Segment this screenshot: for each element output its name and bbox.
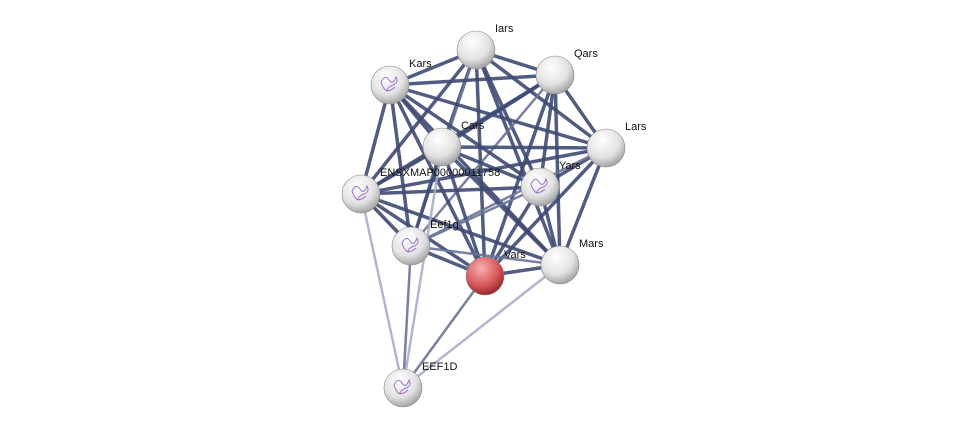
edge-Lars-Cars[interactable] bbox=[441, 145, 607, 150]
node-sphere[interactable] bbox=[465, 256, 505, 296]
node-label: ENSXMAP00000011758 bbox=[380, 167, 500, 179]
node-sphere[interactable] bbox=[391, 226, 431, 266]
node-Qars[interactable]: Qars bbox=[535, 48, 598, 95]
protein-structure-icon bbox=[393, 378, 411, 395]
protein-structure-icon bbox=[380, 75, 398, 92]
node-sphere[interactable] bbox=[520, 167, 560, 207]
node-ENSX[interactable]: ENSXMAP00000011758 bbox=[341, 167, 500, 214]
node-sphere[interactable] bbox=[422, 127, 462, 167]
node-Yars[interactable]: Yars bbox=[520, 160, 581, 207]
edge-Yars-Eef1g[interactable] bbox=[410, 185, 541, 248]
node-Iars[interactable]: Iars bbox=[456, 23, 514, 70]
node-Vars[interactable]: Vars bbox=[465, 249, 526, 296]
edge-Lars-Eef1g[interactable] bbox=[410, 146, 607, 248]
edge-Qars-Eef1g[interactable] bbox=[410, 74, 556, 247]
node-label: EEF1D bbox=[422, 361, 458, 373]
node-sphere[interactable] bbox=[341, 174, 381, 214]
node-sphere[interactable] bbox=[383, 368, 423, 408]
protein-structure-icon bbox=[530, 177, 548, 194]
edge-Lars-ENSX[interactable] bbox=[360, 146, 607, 196]
node-Cars[interactable]: Cars bbox=[422, 120, 485, 167]
node-sphere[interactable] bbox=[540, 245, 580, 285]
edge-ENSX-Yars[interactable] bbox=[360, 185, 541, 196]
node-sphere[interactable] bbox=[586, 128, 626, 168]
node-sphere[interactable] bbox=[456, 30, 496, 70]
node-label: Vars bbox=[504, 249, 526, 261]
edge-Qars-Kars[interactable] bbox=[389, 73, 556, 87]
protein-structure-icon bbox=[401, 236, 419, 253]
node-Eef1g[interactable]: Eef1g bbox=[391, 219, 459, 266]
edge-Iars-ENSX[interactable] bbox=[359, 48, 478, 196]
protein-structure-icon bbox=[351, 184, 369, 201]
node-label: Eef1g bbox=[430, 219, 459, 231]
node-label: Cars bbox=[461, 120, 485, 132]
edge-EEF1D-Vars[interactable] bbox=[401, 275, 487, 389]
edge-Lars-Mars[interactable] bbox=[558, 147, 608, 266]
node-label: Qars bbox=[574, 48, 598, 60]
edge-EEF1D-Eef1g[interactable] bbox=[401, 245, 413, 389]
edge-Iars-Lars[interactable] bbox=[474, 48, 608, 150]
edge-Iars-Mars[interactable] bbox=[474, 49, 562, 266]
edge-Kars-Eef1g[interactable] bbox=[388, 84, 413, 247]
node-label: Mars bbox=[579, 238, 604, 250]
edge-EEF1D-Cars[interactable] bbox=[401, 146, 444, 389]
edge-Kars-Yars[interactable] bbox=[389, 83, 541, 189]
node-Kars[interactable]: Kars bbox=[370, 58, 432, 105]
node-label: Lars bbox=[625, 121, 647, 133]
node-sphere[interactable] bbox=[370, 65, 410, 105]
node-label: Kars bbox=[409, 58, 432, 70]
edge-EEF1D-Mars[interactable] bbox=[402, 264, 561, 389]
edge-ENSX-Mars[interactable] bbox=[360, 192, 561, 267]
edge-Qars-Mars[interactable] bbox=[553, 74, 562, 266]
node-Mars[interactable]: Mars bbox=[540, 238, 604, 285]
node-label: Iars bbox=[495, 23, 514, 35]
edge-EEF1D-ENSX[interactable] bbox=[359, 193, 405, 389]
node-EEF1D[interactable]: EEF1D bbox=[383, 361, 458, 408]
node-sphere[interactable] bbox=[535, 55, 575, 95]
edge-Eef1g-Mars[interactable] bbox=[410, 244, 561, 267]
node-label: Yars bbox=[559, 160, 581, 172]
node-Lars[interactable]: Lars bbox=[586, 121, 647, 168]
edge-Kars-Lars[interactable] bbox=[389, 83, 607, 150]
